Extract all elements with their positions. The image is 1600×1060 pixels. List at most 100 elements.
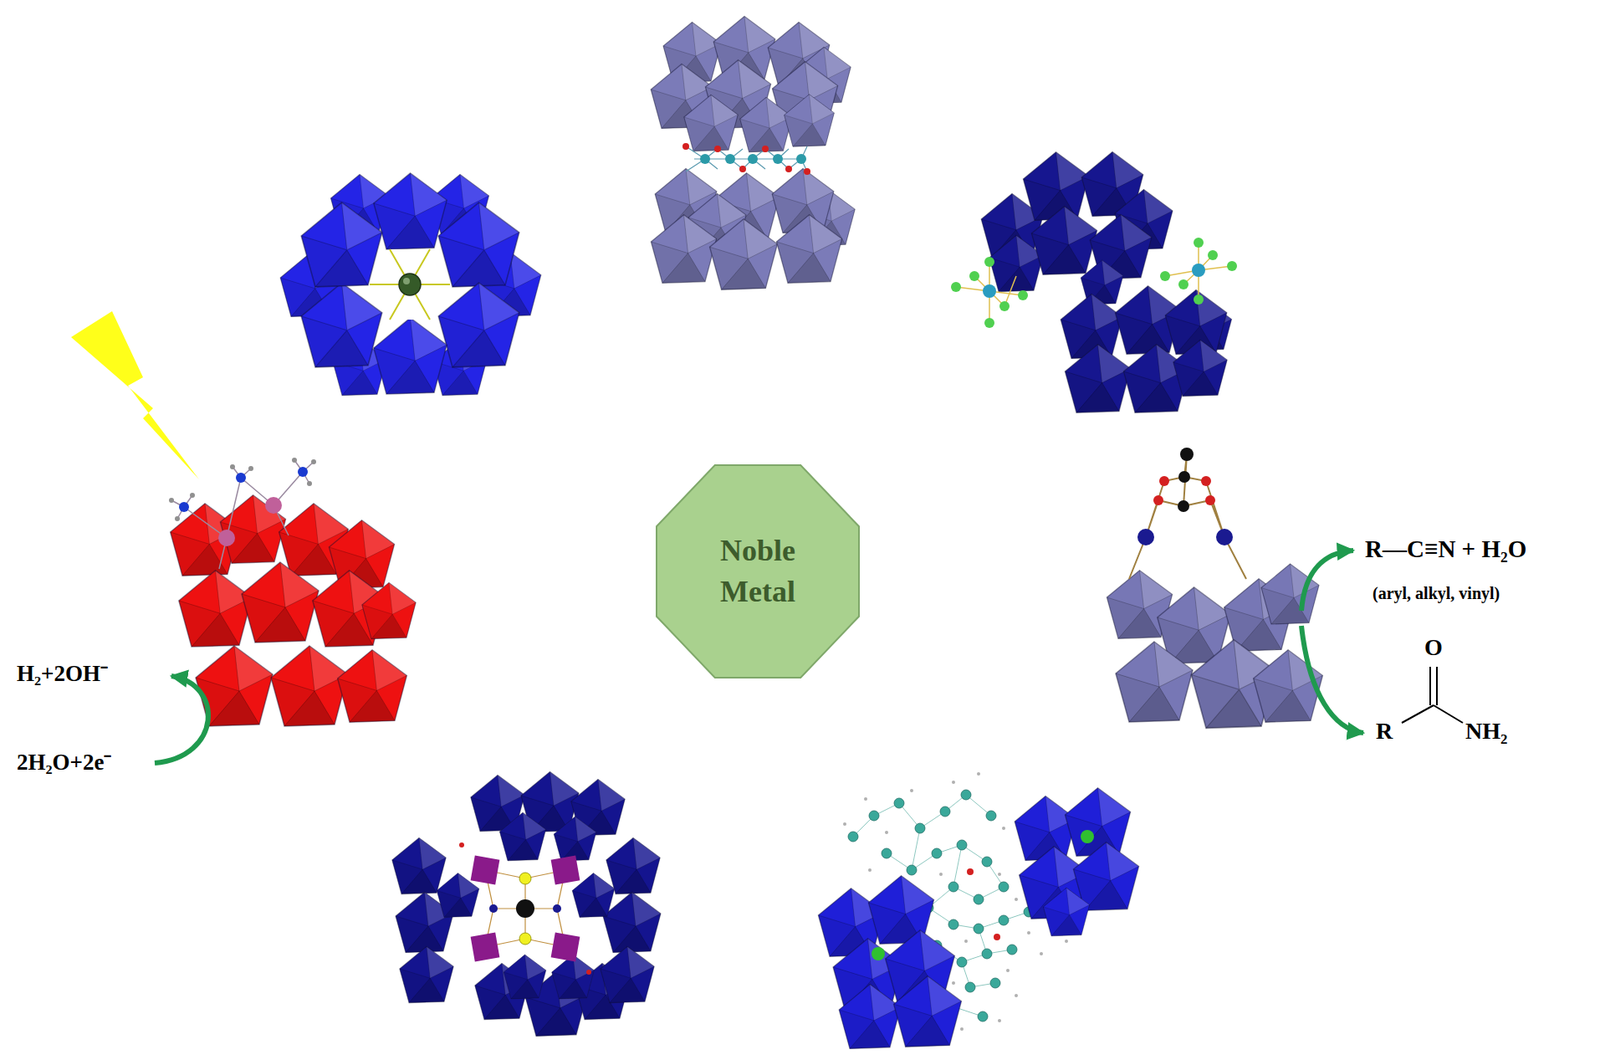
sandwich-polyoxometalate (761, 145, 769, 153)
substituent-note: (aryl, alkyl, vinyl) (1372, 583, 1500, 604)
rhodium-carboxylate-polyoxometalate (1216, 528, 1233, 546)
ruthenium-ammine-polyoxometalate (168, 457, 416, 726)
metal-cluster-polyoxometalate (965, 981, 976, 992)
light-bolt (71, 311, 200, 480)
rhodium-carboxylate-polyoxometalate (1178, 470, 1191, 483)
rhodium-carboxylate-polyoxometalate (1129, 454, 1247, 579)
rhodium-carboxylate-polyoxometalate (1205, 495, 1216, 506)
sandwich-polyoxometalate (784, 94, 835, 147)
blue-ring-polyoxometalate (301, 282, 383, 368)
platinum-chloride-polyoxometalate (950, 281, 962, 292)
square-assembly-polyoxometalate (553, 816, 597, 861)
square-assembly-polyoxometalate (552, 954, 595, 999)
blue-ring-polyoxometalate (301, 202, 383, 287)
metal-cluster-polyoxometalate (997, 872, 1002, 876)
sandwich-polyoxometalate (710, 219, 778, 290)
platinum-chloride-polyoxometalate (1178, 279, 1189, 290)
blue-ring-polyoxometalate (398, 273, 421, 296)
sandwich-polyoxometalate (725, 153, 736, 164)
square-assembly-polyoxometalate (489, 904, 498, 913)
sandwich-polyoxometalate (700, 153, 711, 164)
metal-cluster-polyoxometalate (869, 810, 880, 821)
metal-cluster-polyoxometalate (1064, 939, 1069, 943)
square-assembly-polyoxometalate (519, 872, 532, 885)
platinum-chloride-polyoxometalate (1165, 242, 1232, 300)
metal-cluster-polyoxometalate (1080, 829, 1094, 844)
metal-cluster-polyoxometalate (993, 933, 1001, 941)
metal-cluster-polyoxometalate (964, 939, 968, 943)
ruthenium-ammine-polyoxometalate (328, 520, 394, 589)
platinum-chloride-polyoxometalate (999, 301, 1010, 312)
metal-cluster-polyoxometalate (948, 881, 959, 892)
metal-cluster-polyoxometalate (956, 956, 967, 967)
metal-cluster-polyoxometalate (817, 771, 1139, 1048)
rhodium-carboxylate-polyoxometalate (1177, 500, 1190, 512)
blue-ring-polyoxometalate (438, 202, 520, 287)
metal-cluster-polyoxometalate (998, 881, 1009, 892)
sandwich-polyoxometalate (785, 165, 793, 173)
metal-cluster-polyoxometalate (848, 831, 859, 842)
square-assembly-polyoxometalate (499, 812, 546, 861)
sandwich-polyoxometalate (650, 214, 716, 284)
ruthenium-ammine-polyoxometalate (168, 497, 174, 503)
square-assembly-polyoxometalate (519, 932, 532, 945)
platinum-chloride-polyoxometalate (955, 261, 1023, 323)
rhodium-carboxylate-polyoxometalate (1153, 495, 1164, 506)
platinum-chloride-polyoxometalate (1017, 290, 1028, 301)
sandwich-polyoxometalate (685, 146, 808, 172)
metal-cluster-polyoxometalate (986, 810, 997, 821)
rhodium-carboxylate-polyoxometalate (1253, 649, 1324, 722)
ruthenium-ammine-polyoxometalate (337, 649, 408, 722)
sandwich-polyoxometalate (747, 153, 758, 164)
metal-cluster-polyoxometalate (960, 1027, 964, 1031)
metal-cluster-polyoxometalate (997, 1018, 1002, 1023)
square-assembly-polyoxometalate (503, 954, 547, 999)
ruthenium-ammine-polyoxometalate (270, 645, 348, 726)
blue-ring-polyoxometalate (369, 249, 450, 320)
square-assembly-polyoxometalate (551, 932, 581, 962)
metal-cluster-polyoxometalate (998, 915, 1009, 926)
ruthenium-ammine-polyoxometalate (178, 501, 190, 512)
metal-cluster-polyoxometalate (973, 923, 984, 934)
blue-ring-polyoxometalate (438, 282, 520, 368)
metal-cluster-polyoxometalate (894, 797, 905, 808)
metal-cluster-polyoxometalate (868, 868, 872, 872)
square-assembly-polyoxometalate (459, 842, 465, 848)
metal-cluster-polyoxometalate (990, 977, 1001, 988)
ruthenium-ammine-polyoxometalate (178, 570, 252, 647)
blue-ring-polyoxometalate (280, 173, 542, 396)
sandwich-polyoxometalate (803, 168, 811, 175)
ruthenium-ammine-polyoxometalate (230, 464, 236, 470)
ruthenium-ammine-polyoxometalate (241, 562, 319, 643)
octagon-shape (655, 464, 860, 679)
metal-cluster-polyoxometalate (915, 823, 926, 834)
metal-cluster-polyoxometalate (951, 981, 956, 985)
ruthenium-ammine-polyoxometalate (235, 472, 246, 483)
node-title: Noble Metal (699, 530, 817, 612)
platinum-chloride-polyoxometalate (1060, 294, 1123, 359)
metal-cluster-polyoxometalate (1014, 796, 1077, 861)
ruthenium-ammine-polyoxometalate (311, 459, 317, 465)
metal-cluster-polyoxometalate (956, 839, 967, 850)
square-assembly-polyoxometalate (551, 855, 581, 885)
metal-cluster-polyoxometalate (906, 864, 917, 875)
amide-bond (1401, 666, 1463, 723)
metal-cluster-polyoxometalate (981, 856, 992, 867)
reaction-product: H₂+2OH⁻ (16, 660, 108, 687)
ruthenium-ammine-polyoxometalate (174, 516, 180, 522)
sandwich-polyoxometalate (714, 145, 721, 153)
metal-cluster-polyoxometalate (909, 788, 914, 793)
metal-cluster-polyoxometalate (931, 848, 942, 859)
blue-ring-polyoxometalate (373, 173, 447, 250)
platinum-chloride-polyoxometalate (1193, 294, 1204, 305)
metal-cluster-polyoxometalate (1039, 951, 1043, 956)
sandwich-polyoxometalate (772, 153, 783, 164)
square-assembly-polyoxometalate (399, 945, 454, 1002)
metal-cluster-polyoxometalate (894, 976, 962, 1047)
platinum-chloride-polyoxometalate (1160, 270, 1171, 282)
ruthenium-ammine-polyoxometalate (306, 480, 312, 486)
octagon-outline (656, 465, 859, 678)
metal-cluster-polyoxometalate (977, 1011, 988, 1022)
reaction-arrow (1301, 625, 1364, 733)
